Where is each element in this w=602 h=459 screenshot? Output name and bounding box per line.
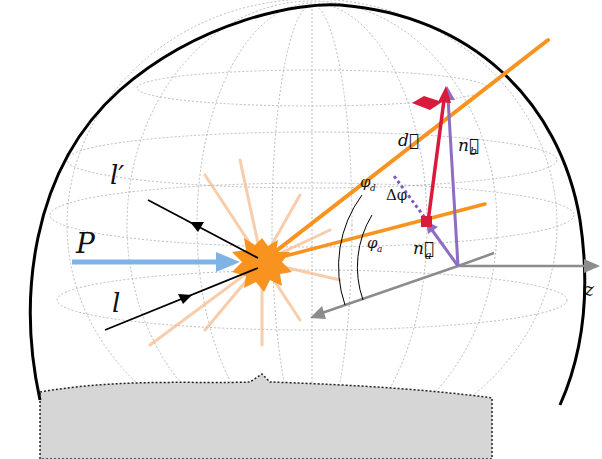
math-label: d <box>370 184 376 193</box>
lepton-line <box>105 268 258 330</box>
math-label: Δφ <box>386 188 407 203</box>
math-label: l <box>112 290 120 316</box>
math-label: z <box>584 280 594 299</box>
math-label: l′ <box>110 162 124 188</box>
particle-tracks <box>262 40 548 262</box>
displacement-vector <box>428 100 444 222</box>
math-label: d⃗ <box>398 132 419 149</box>
normal-vectors <box>426 86 458 266</box>
sphere-outline <box>30 5 584 405</box>
lepton-arrowhead <box>178 294 192 304</box>
beam-line <box>72 260 222 265</box>
faint-rays <box>150 160 340 345</box>
math-label: P <box>76 230 95 258</box>
collision-splash <box>232 238 292 292</box>
math-label: a <box>425 250 432 261</box>
hit-b-marker <box>412 96 442 110</box>
angle-arcs <box>339 195 372 305</box>
hit-a-marker <box>421 216 432 227</box>
math-label: b <box>470 146 477 157</box>
lepton-out-line <box>148 200 258 258</box>
lepton-out-arrowhead <box>190 222 204 232</box>
math-label: φ <box>367 236 378 251</box>
math-label: φ <box>360 175 371 190</box>
ground-region <box>40 374 492 459</box>
math-label: a <box>377 245 382 254</box>
displacement-arrowhead <box>438 86 451 103</box>
